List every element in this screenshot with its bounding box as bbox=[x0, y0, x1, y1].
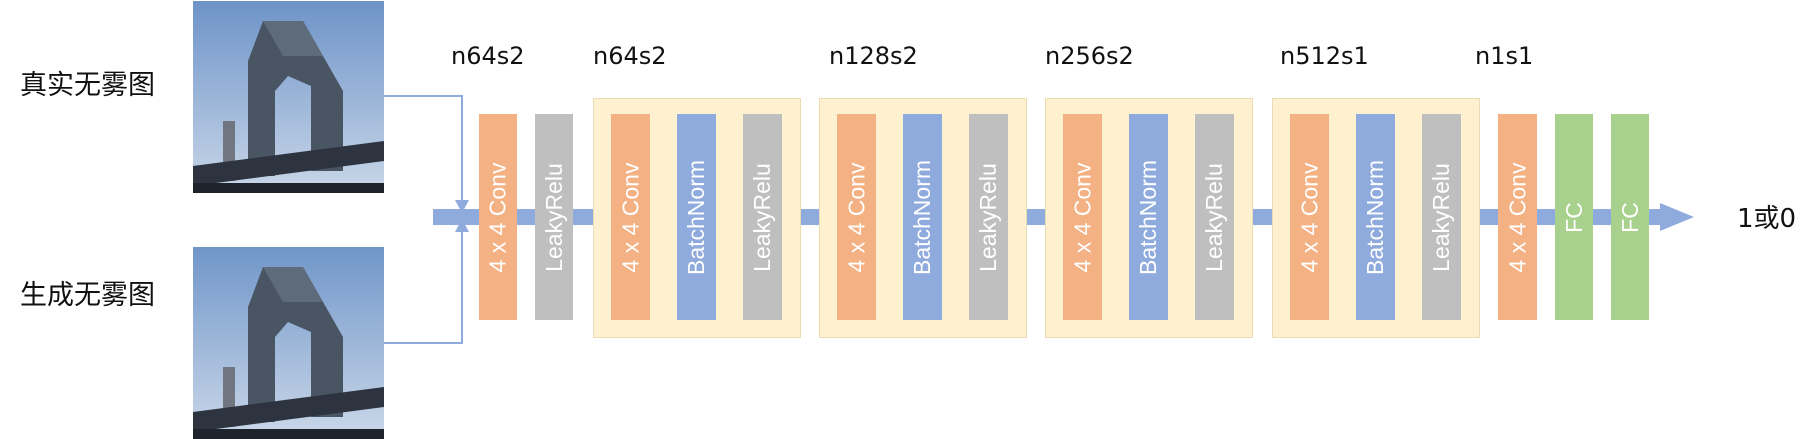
generated-image-label: 生成无雾图 bbox=[20, 280, 155, 311]
leakyrelu-layer-1: LeakyRelu bbox=[535, 114, 573, 320]
leakyrelu-layer-5: LeakyRelu bbox=[1422, 114, 1461, 320]
real-input-arrowhead bbox=[455, 200, 469, 213]
fc-layer-1: FC bbox=[1555, 114, 1593, 320]
stage-label-2: n64s2 bbox=[593, 42, 667, 70]
conv-layer-5: 4 x 4 Conv bbox=[1290, 114, 1329, 320]
conv-layer-3: 4 x 4 Conv bbox=[837, 114, 876, 320]
conv-layer-6: 4 x 4 Conv bbox=[1498, 114, 1537, 320]
leakyrelu-layer-3: LeakyRelu bbox=[969, 114, 1008, 320]
real-image-label: 真实无雾图 bbox=[20, 70, 155, 101]
main-flow-arrowhead bbox=[1660, 203, 1694, 231]
batchnorm-layer-2: BatchNorm bbox=[677, 114, 716, 320]
stage-label-5: n512s1 bbox=[1280, 42, 1369, 70]
conv-layer-2: 4 x 4 Conv bbox=[611, 114, 650, 320]
stage-label-6: n1s1 bbox=[1475, 42, 1534, 70]
stage-label-4: n256s2 bbox=[1045, 42, 1134, 70]
generated-dehazed-image bbox=[193, 247, 384, 439]
conv-layer-4: 4 x 4 Conv bbox=[1063, 114, 1102, 320]
generated-input-arrowhead bbox=[455, 219, 469, 232]
stage-label-3: n128s2 bbox=[829, 42, 918, 70]
output-label: 1或0 bbox=[1737, 204, 1797, 234]
stage-label-1: n64s2 bbox=[451, 42, 525, 70]
generated-input-connector bbox=[384, 232, 463, 344]
leakyrelu-layer-2: LeakyRelu bbox=[743, 114, 782, 320]
batchnorm-layer-4: BatchNorm bbox=[1129, 114, 1168, 320]
conv-layer-1: 4 x 4 Conv bbox=[479, 114, 517, 320]
real-input-connector bbox=[384, 95, 463, 200]
leakyrelu-layer-4: LeakyRelu bbox=[1195, 114, 1234, 320]
batchnorm-layer-5: BatchNorm bbox=[1356, 114, 1395, 320]
batchnorm-layer-3: BatchNorm bbox=[903, 114, 942, 320]
real-dehazed-image bbox=[193, 1, 384, 193]
fc-layer-2: FC bbox=[1611, 114, 1649, 320]
